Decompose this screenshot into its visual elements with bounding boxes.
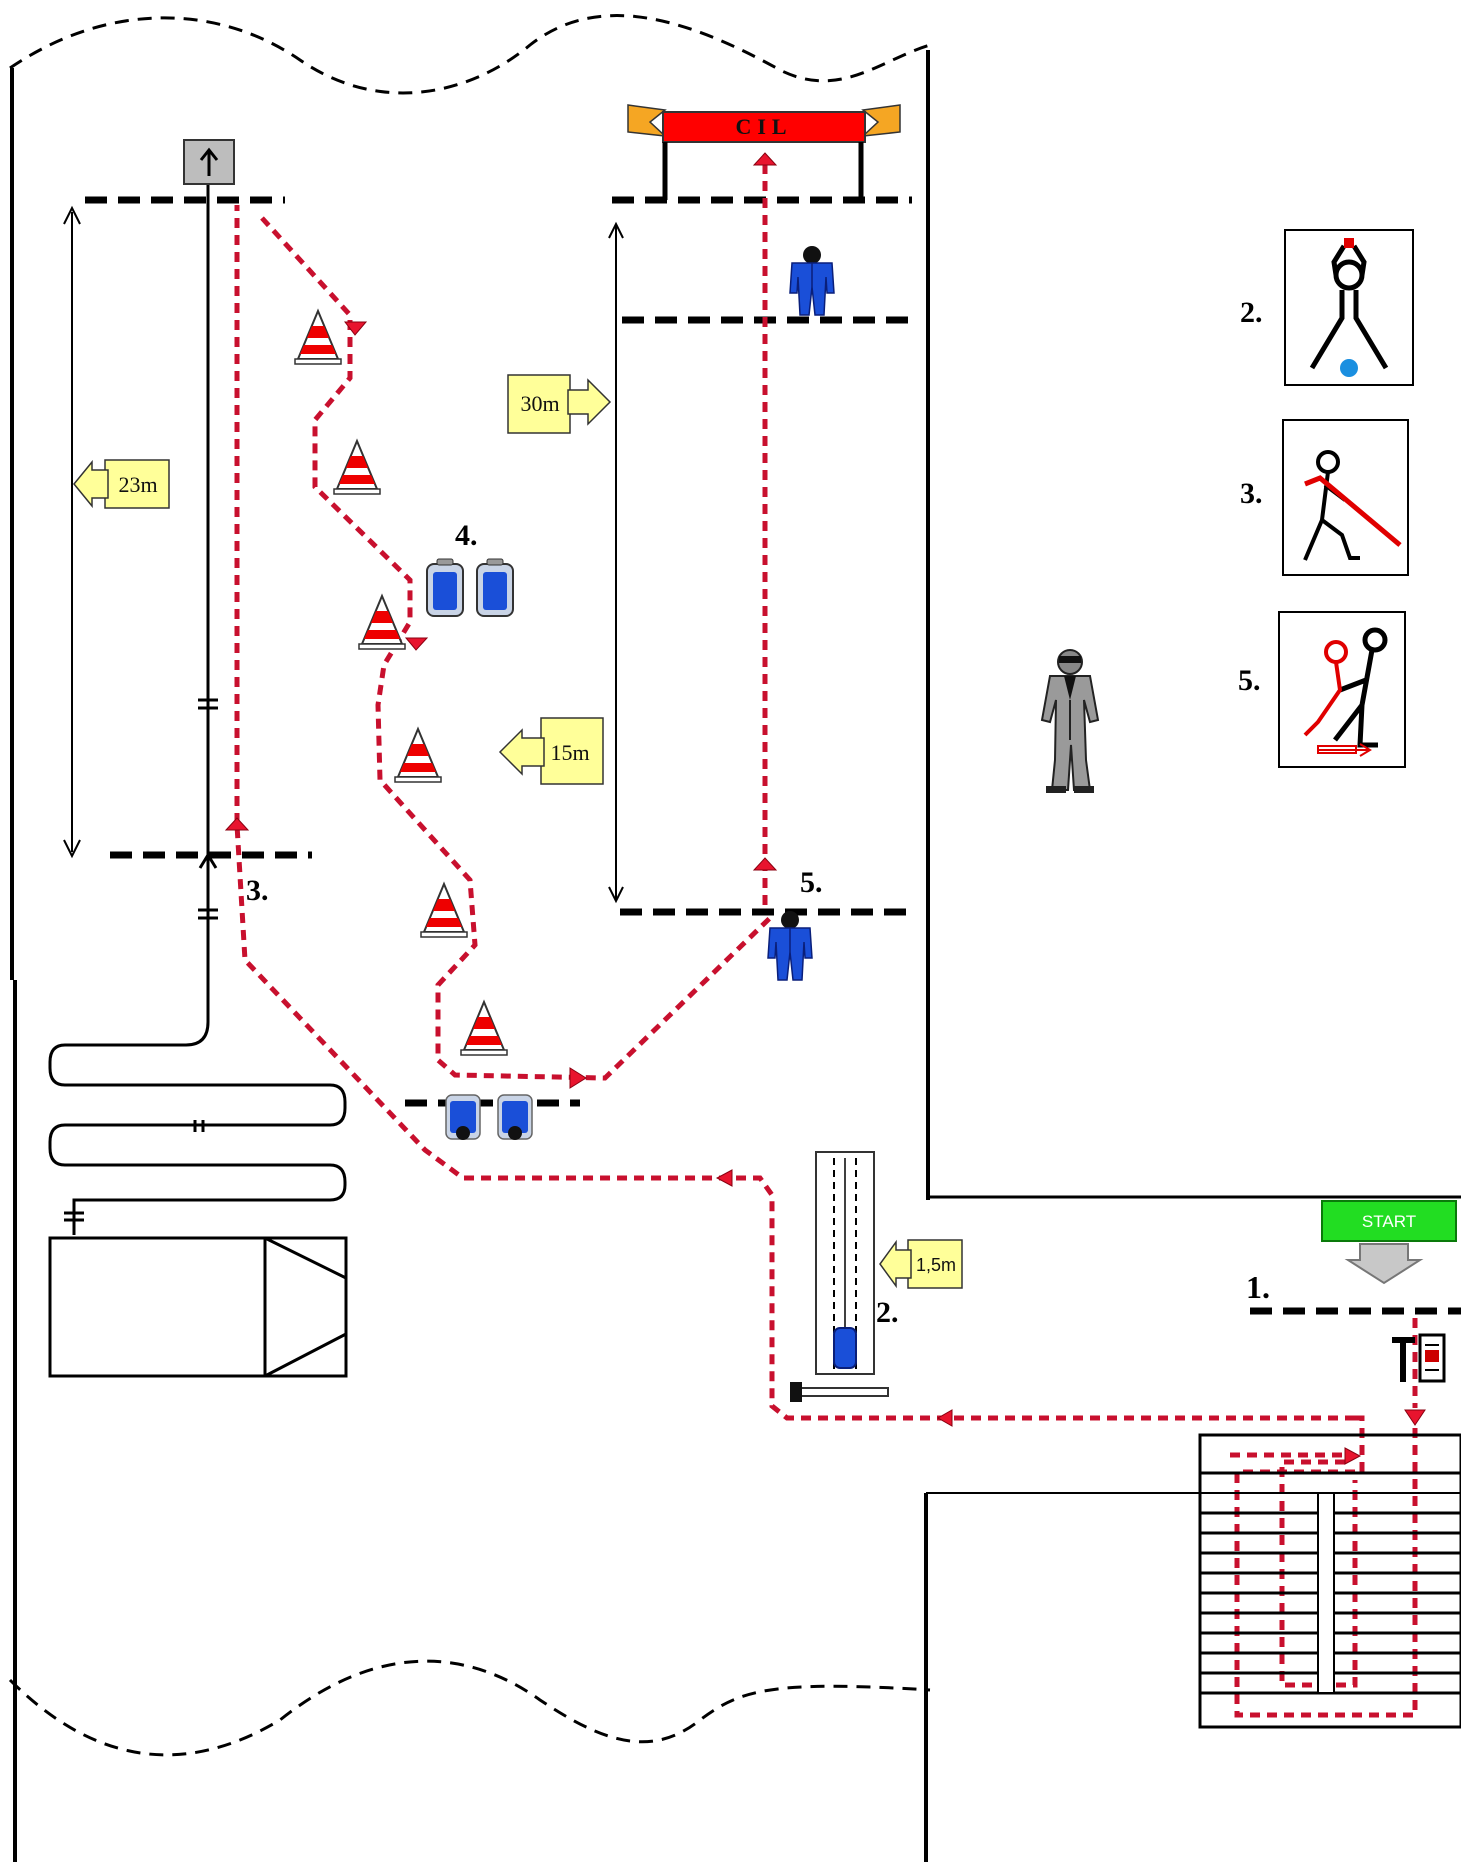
station-labels: 1. 2. 3. 4. 5. [246, 519, 1270, 1329]
distance-23m-label: 23m [118, 472, 157, 497]
distance-sign-15m: 15m [498, 717, 604, 785]
station-2-label: 2. [876, 1296, 899, 1329]
ball-icon [1340, 359, 1358, 377]
route-arrows [224, 152, 1426, 1465]
cone-icon [420, 883, 468, 938]
hose-reel-lane [790, 1151, 889, 1402]
finish-label: CIL [735, 114, 792, 139]
cone-icon [333, 440, 381, 495]
route-path [234, 158, 1418, 1718]
station-1-label: 1. [1246, 1269, 1270, 1305]
terrain-boundary [8, 14, 1461, 1862]
legend-item-2-box [1284, 229, 1414, 386]
legend-item-5-box [1278, 611, 1406, 768]
judge-figure-icon [1040, 649, 1100, 793]
canister-icon [426, 558, 464, 617]
distance-15m-label: 15m [550, 740, 589, 765]
hydrant-icon [183, 139, 235, 185]
cone-icon [460, 1001, 508, 1056]
cone-icon [294, 310, 342, 365]
dragged-dummy-icon [1303, 640, 1372, 757]
legend-item-3-label: 3. [1240, 477, 1263, 510]
dummy-drag-icon [1333, 627, 1388, 748]
canister-icon [497, 1094, 533, 1141]
distance-sign-1-5m: 1,5m [879, 1239, 963, 1289]
marker-lines [85, 196, 1461, 1315]
finish-banner: CIL [627, 104, 901, 200]
start-marker: START [1321, 1200, 1457, 1285]
nozzle-icon [1344, 238, 1354, 248]
distance-sign-23m: 23m [73, 459, 170, 509]
legend-item-2-label: 2. [1240, 296, 1263, 329]
measure-arrows [63, 205, 624, 904]
distance-30m-label: 30m [520, 391, 559, 416]
start-label: START [1362, 1212, 1416, 1231]
station-5-label: 5. [800, 866, 823, 899]
dummy-figure-icon [789, 245, 835, 316]
stairs [1198, 1433, 1461, 1729]
distance-1-5m-label: 1,5m [916, 1255, 956, 1275]
hose-line [48, 170, 347, 1235]
distance-sign-30m: 30m [507, 374, 612, 434]
cone-icon [394, 728, 442, 783]
canister-icon [445, 1094, 481, 1141]
legend-item-5-label: 5. [1238, 664, 1261, 697]
legend-item-3-box [1282, 419, 1409, 576]
station-4-label: 4. [455, 519, 478, 552]
legend: 2. 3. 5. [1238, 229, 1414, 768]
hose-lift-icon [1309, 244, 1389, 370]
canister-icon [476, 558, 514, 617]
dummy-figure-icon [767, 910, 813, 981]
station-1-device-icon [1392, 1333, 1446, 1383]
cone-icon [358, 595, 406, 650]
station-3-label: 3. [246, 874, 269, 907]
fire-truck-icon [48, 1236, 348, 1378]
pulled-hose-icon [1304, 475, 1402, 547]
